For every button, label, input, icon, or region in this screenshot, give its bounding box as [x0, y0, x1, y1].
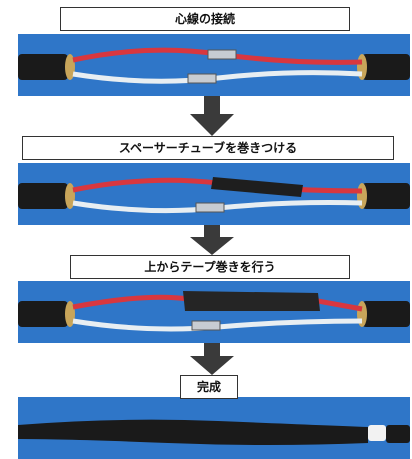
step-3-label: 上からテープ巻きを行う — [70, 255, 350, 279]
step-3-photo — [18, 281, 410, 343]
step-2-label: スペーサーチューブを巻きつける — [22, 136, 394, 160]
step-1-label: 心線の接続 — [60, 7, 350, 31]
step-1-photo — [18, 34, 410, 96]
step-2-photo — [18, 163, 410, 225]
step-4-label: 完成 — [180, 375, 238, 399]
step-4-photo — [18, 397, 410, 459]
down-arrow-icon — [190, 225, 234, 255]
down-arrow-icon — [190, 343, 234, 375]
down-arrow-icon — [190, 96, 234, 136]
